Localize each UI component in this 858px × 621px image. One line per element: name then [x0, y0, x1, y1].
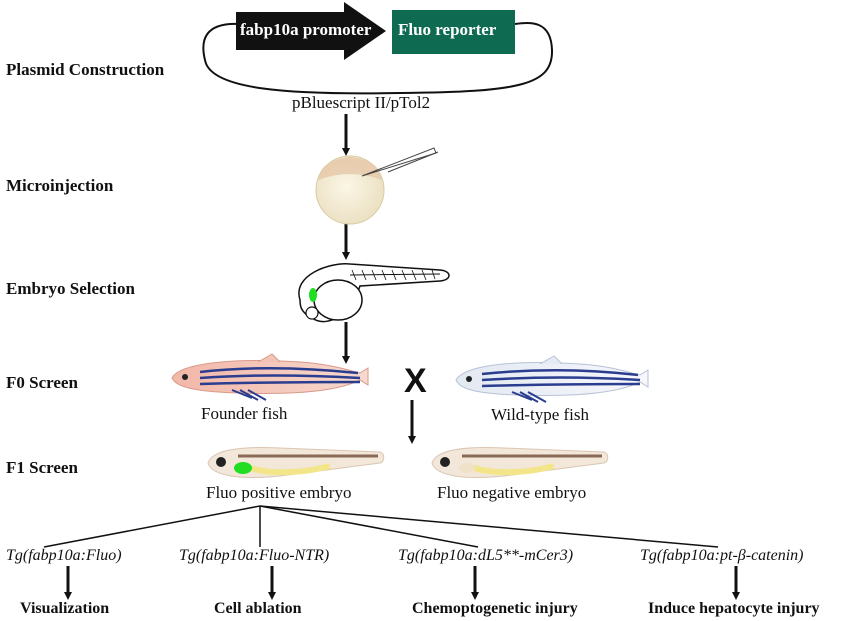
branch-lines [43, 505, 719, 548]
application-1: Visualization [20, 600, 110, 617]
negative-embryo-label: Fluo negative embryo [437, 483, 587, 502]
founder-fish-label: Founder fish [201, 404, 288, 423]
genotype-4: Tg(fabp10a:pt-β-catenin) [640, 547, 804, 564]
selected-embryo-icon [298, 263, 450, 323]
liver-fluorescence [234, 462, 252, 474]
positive-larva-icon [207, 447, 385, 478]
step-f0-screen: F0 Screen [6, 373, 78, 392]
reporter-label: Fluo reporter [398, 20, 497, 39]
reporter-box [392, 10, 515, 54]
step-embryo-selection: Embryo Selection [6, 279, 135, 298]
application-3: Chemoptogenetic injury [412, 600, 578, 617]
embryo-injection-icon [315, 147, 439, 225]
step-f1-screen: F1 Screen [6, 458, 78, 477]
negative-larva-icon [431, 447, 609, 478]
injection-needle-icon [361, 147, 437, 177]
cross-symbol: X [404, 362, 427, 400]
step-microinjection: Microinjection [6, 176, 114, 195]
genotype-1: Tg(fabp10a:Fluo) [6, 547, 122, 564]
positive-embryo-label: Fluo positive embryo [206, 483, 352, 502]
genotype-2: Tg(fabp10a:Fluo-NTR) [179, 547, 330, 564]
wildtype-fish-label: Wild-type fish [491, 405, 589, 424]
promoter-arrow [236, 2, 386, 60]
genotype-3: Tg(fabp10a:dL5**-mCer3) [398, 547, 574, 564]
liver-fluorescence [309, 288, 317, 302]
backbone-label: pBluescript II/pTol2 [292, 93, 431, 112]
application-4: Induce hepatocyte injury [648, 600, 820, 617]
plasmid-diagram [202, 2, 554, 95]
wildtype-fish-icon [455, 355, 649, 403]
application-2: Cell ablation [214, 600, 302, 617]
founder-fish-icon [171, 353, 369, 401]
promoter-label: fabp10a promoter [240, 20, 372, 39]
step-plasmid-construction: Plasmid Construction [6, 60, 165, 79]
